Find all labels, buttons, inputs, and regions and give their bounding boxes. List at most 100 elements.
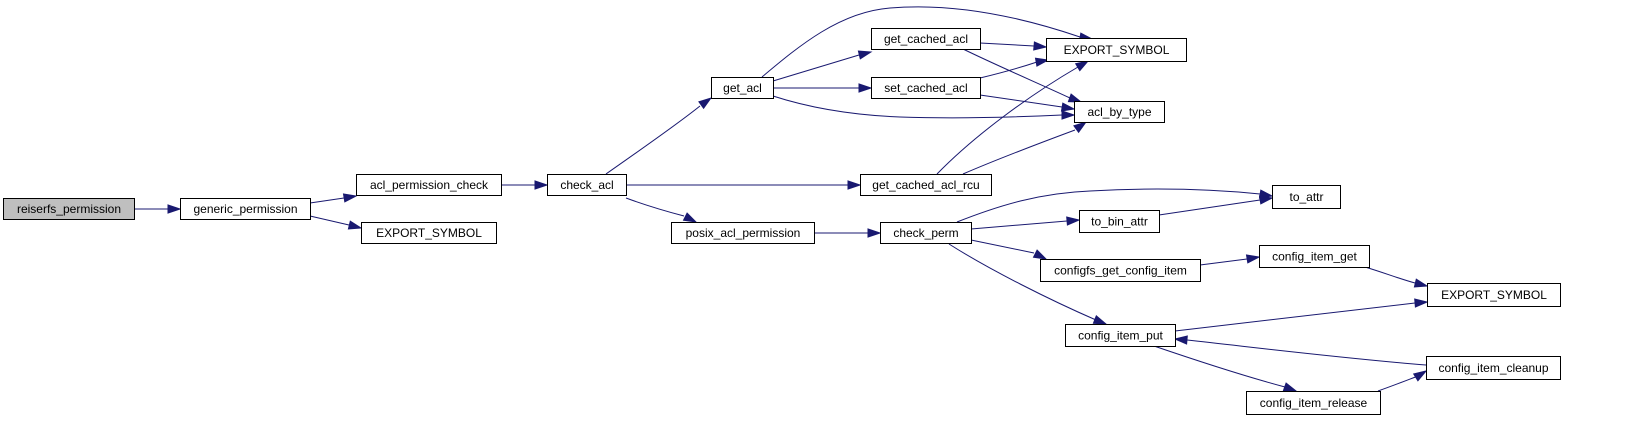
arrow-head [1073,121,1088,134]
node-box [711,77,774,99]
edge-acl_permission_check-to-check_acl [501,180,549,190]
node-export_symbol_2[interactable]: EXPORT_SYMBOL [1046,38,1187,62]
node-check_perm[interactable]: check_perm [880,222,972,244]
arrow-head [847,180,862,190]
node-label: check_acl [560,178,613,192]
edge-configfs_get_config_item-to-config_item_get [1199,254,1261,266]
node-label: set_cached_acl [884,81,967,95]
node-export_symbol_3[interactable]: EXPORT_SYMBOL [1427,283,1561,307]
node-label: get_cached_acl [884,32,968,46]
edge-config_item_cleanup-to-config_item_put [1173,335,1427,366]
edge-line [948,243,1097,321]
node-box [3,198,135,220]
node-label: get_cached_acl_rcu [872,178,979,192]
edge-check_acl-to-posix_acl_permission [625,197,698,223]
node-config_item_cleanup[interactable]: config_item_cleanup [1426,356,1561,380]
arrow-head [1414,298,1429,308]
edge-line [605,105,701,175]
edge-line [956,188,1261,223]
node-config_item_put[interactable]: config_item_put [1065,324,1176,347]
arrow-head [1173,335,1188,345]
arrow-head [1067,93,1083,103]
edge-posix_acl_permission-to-check_perm [814,228,882,238]
arrow-head [1066,216,1081,226]
arrow-head [347,220,363,230]
node-label: EXPORT_SYMBOL [1441,288,1547,302]
edge-line [970,220,1068,230]
edge-get_cached_acl_rcu-to-export_symbol_2 [936,60,1090,175]
node-to_bin_attr[interactable]: to_bin_attr [1079,210,1160,233]
edge-line [1199,258,1248,266]
arrow-head [1061,110,1076,120]
node-label: get_acl [723,81,762,95]
node-label: to_bin_attr [1091,215,1148,229]
node-box [871,28,981,50]
node-box [1040,259,1201,282]
node-to_attr[interactable]: to_attr [1272,185,1341,209]
node-config_item_get[interactable]: config_item_get [1259,245,1370,268]
node-acl_by_type[interactable]: acl_by_type [1074,101,1165,123]
edge-line [962,48,1071,99]
arrow-head [682,212,698,223]
edge-line [772,95,1063,119]
edge-line [772,54,860,82]
node-acl_permission_check[interactable]: acl_permission_check [356,174,502,196]
edge-generic_permission-to-export_symbol_1 [309,215,363,230]
edge-check_acl-to-get_acl [605,97,713,175]
edge-config_item_put-to-export_symbol_3 [1174,298,1429,332]
arrow-head [1060,102,1076,112]
node-label: posix_acl_permission [686,226,801,240]
edge-get_cached_acl_rcu-to-acl_by_type [962,121,1088,175]
edge-config_item_release-to-config_item_cleanup [1377,370,1428,392]
arrow-head [1032,249,1048,260]
arrow-head [1282,382,1298,392]
edge-config_item_get-to-export_symbol_3 [1364,266,1429,288]
arrow-head [1245,254,1261,264]
nodes-layer: reiserfs_permission generic_permission acl… [3,28,1561,415]
node-label: reiserfs_permission [17,202,121,216]
node-label: to_attr [1289,190,1323,204]
node-box [1046,38,1187,62]
node-box [880,222,972,244]
node-box [871,77,981,99]
node-set_cached_acl[interactable]: set_cached_acl [871,77,981,99]
node-label: config_item_put [1078,329,1163,343]
arrow-head [867,228,882,238]
node-label: acl_by_type [1087,105,1151,119]
node-get_cached_acl[interactable]: get_cached_acl [871,28,981,50]
arrow-head [167,204,182,214]
edge-get_acl-to-get_cached_acl [772,50,873,82]
edge-line [979,42,1035,47]
node-reiserfs_permission[interactable]: reiserfs_permission [3,198,135,220]
node-label: generic_permission [193,202,297,216]
node-get_acl[interactable]: get_acl [711,77,774,99]
arrow-head [1412,370,1428,382]
node-posix_acl_permission[interactable]: posix_acl_permission [671,222,815,244]
node-generic_permission[interactable]: generic_permission [180,198,311,220]
node-box [1074,101,1165,123]
edge-generic_permission-to-acl_permission_check [309,193,358,204]
node-config_item_release[interactable]: config_item_release [1246,391,1381,415]
arrow-head [698,97,713,110]
edge-line [979,94,1063,108]
edge-get_acl-to-set_cached_acl [773,83,873,93]
node-label: acl_permission_check [370,178,489,192]
edge-reiserfs_permission-to-generic_permission [134,204,182,214]
node-box [1065,324,1176,347]
edge-line [1174,302,1416,332]
node-label: config_item_cleanup [1438,361,1548,375]
edge-set_cached_acl-to-export_symbol_2 [979,57,1050,79]
node-box [547,174,627,196]
node-get_cached_acl_rcu[interactable]: get_cached_acl_rcu [860,174,992,196]
node-box [860,174,992,196]
node-configfs_get_config_item[interactable]: configfs_get_config_item [1040,259,1201,282]
edge-line [970,239,1035,254]
node-check_acl[interactable]: check_acl [547,174,627,196]
arrow-head [1258,195,1274,205]
edge-get_cached_acl-to-export_symbol_2 [979,41,1048,51]
arrow-head [1034,57,1050,67]
edge-line [1153,345,1286,388]
edge-line [936,66,1079,175]
node-export_symbol_1[interactable]: EXPORT_SYMBOL [361,222,497,244]
edge-line [1186,339,1427,366]
